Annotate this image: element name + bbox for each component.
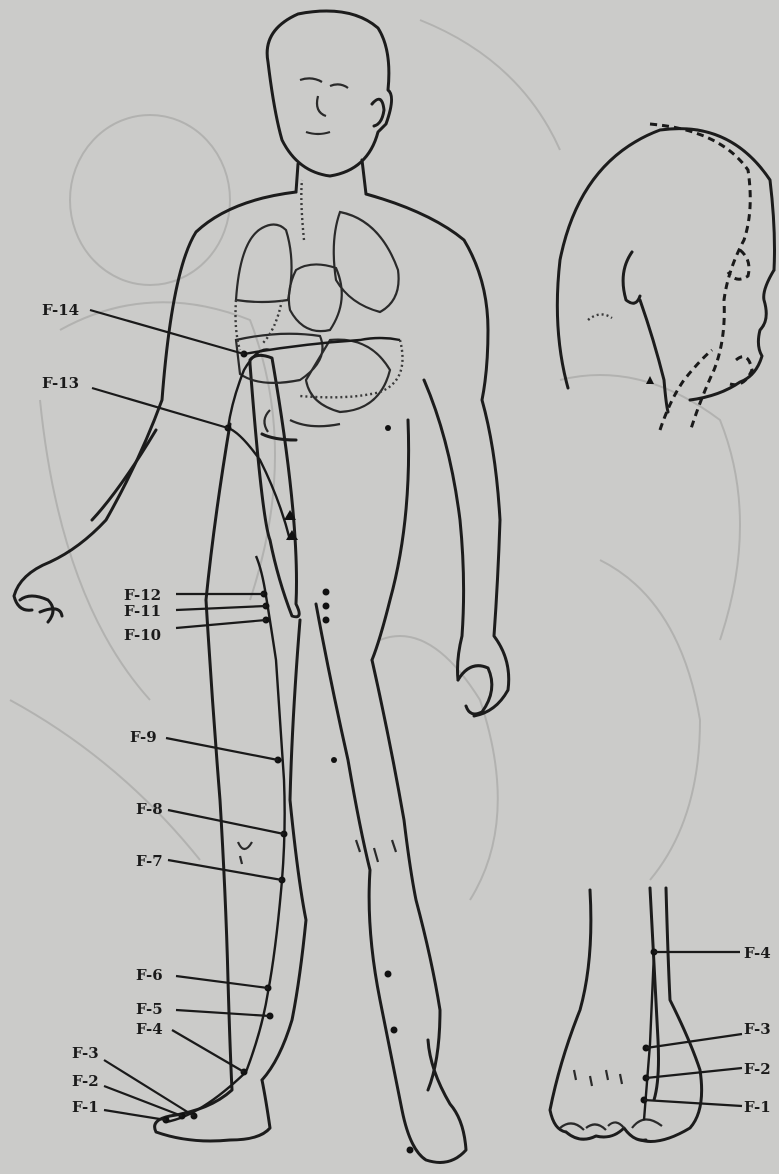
label-foot-f1: F-1 <box>744 1098 771 1116</box>
label-f13: F-13 <box>42 374 79 392</box>
body-figure <box>14 11 509 1162</box>
label-f1: F-1 <box>72 1098 99 1116</box>
label-f3: F-3 <box>72 1044 99 1062</box>
label-f8: F-8 <box>136 800 163 818</box>
label-foot-f2: F-2 <box>744 1060 771 1078</box>
label-f10: F-10 <box>124 626 161 644</box>
label-f2: F-2 <box>72 1072 99 1090</box>
label-foot-f3: F-3 <box>744 1020 771 1038</box>
point-labels-main: F-14 F-13 F-12 F-11 F-10 F-9 F-8 F-7 F-6… <box>42 301 163 1116</box>
point-labels-foot: F-4 F-3 F-2 F-1 <box>744 944 771 1116</box>
label-f7: F-7 <box>136 852 163 870</box>
foot-inset <box>550 888 702 1142</box>
liver-meridian-path <box>166 180 403 1122</box>
label-foot-f4: F-4 <box>744 944 771 962</box>
label-f9: F-9 <box>130 728 157 746</box>
label-f14: F-14 <box>42 301 79 319</box>
label-f6: F-6 <box>136 966 163 984</box>
label-f4: F-4 <box>136 1020 163 1038</box>
background-ghost-figures <box>10 20 740 900</box>
internal-organs <box>236 212 399 432</box>
label-f5: F-5 <box>136 1000 163 1018</box>
label-f11: F-11 <box>124 602 161 620</box>
head-inset <box>557 124 774 432</box>
